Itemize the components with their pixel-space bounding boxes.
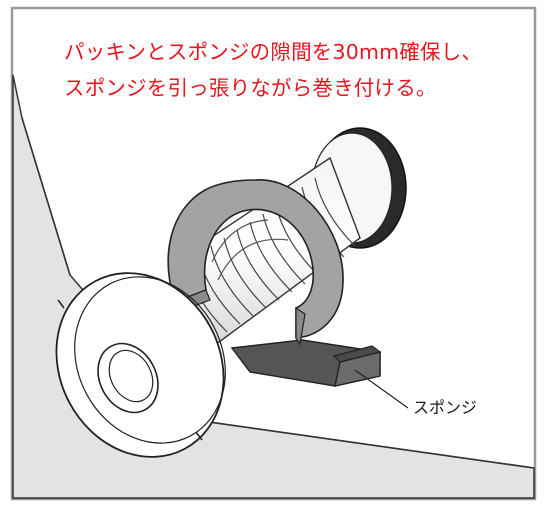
- sponge-callout-line: [354, 369, 409, 409]
- caption-line-2: スポンジを引っ張りながら巻き付ける。: [64, 76, 437, 100]
- caption-line-1: パッキンとスポンジの隙間を30mm確保し、: [64, 40, 483, 64]
- sponge-strip: [230, 339, 382, 387]
- sponge-label: スポンジ: [413, 398, 478, 417]
- front-flange: [55, 272, 226, 458]
- instruction-caption: パッキンとスポンジの隙間を30mm確保し、 スポンジを引っ張りながら巻き付ける。: [64, 34, 544, 106]
